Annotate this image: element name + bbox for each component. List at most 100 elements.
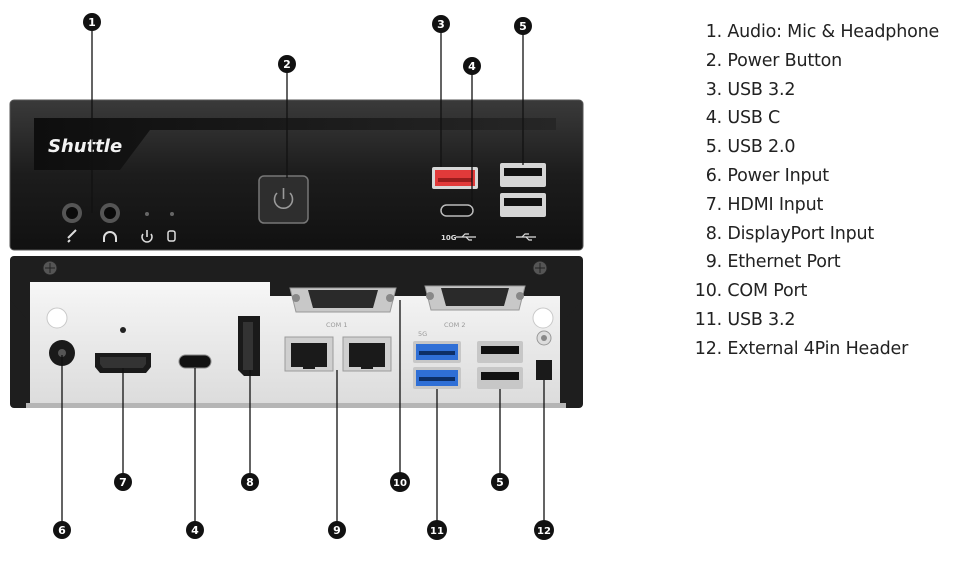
legend-text: USB C [727,108,781,129]
legend-number: 12. [694,338,722,359]
power-led [145,212,149,216]
svg-text:4: 4 [191,524,199,537]
legend-item: 11. USB 3.2 [690,306,976,335]
port-legend: 1. Audio: Mic & Headphone 2. Power Butto… [690,18,976,364]
hdd-led [170,212,174,216]
svg-text:2: 2 [283,58,291,71]
legend-text: Ethernet Port [727,252,841,273]
svg-text:12: 12 [537,526,551,537]
svg-text:8: 8 [246,476,254,489]
legend-number: 4. [705,108,722,129]
legend-text: External 4Pin Header [727,338,909,359]
front-usb20-ports [500,163,546,217]
device-diagram: Shuttle 10G [9,13,584,540]
legend-item: 1. Audio: Mic & Headphone [690,18,976,47]
svg-text:4: 4 [468,60,476,73]
front-usb-c-port [440,204,474,217]
leader-lines [61,22,545,530]
screw-left [42,260,58,276]
rear-usb-c-port [178,354,212,369]
svg-text:7: 7 [119,476,127,489]
rear-usb20-ports [477,341,523,389]
legend-text: USB 3.2 [727,309,796,330]
legend-item: 12. External 4Pin Header [690,335,976,364]
callout-12: 12 [534,520,554,540]
callout-1: 1 [83,13,101,31]
legend-text: Power Input [727,165,829,186]
mic-jack [62,203,82,223]
hdmi-indicator-dot [120,327,126,333]
ethernet-port-2 [342,336,392,372]
svg-text:5: 5 [496,476,504,489]
callout-3: 3 [432,15,450,33]
headphone-jack [100,203,120,223]
callout-4-rear: 4 [186,521,204,539]
callout-11: 11 [427,520,447,540]
svg-text:9: 9 [333,524,341,537]
legend-text: COM Port [727,281,808,302]
legend-number: 2. [705,50,722,71]
svg-text:3: 3 [437,18,445,31]
com-port-1 [289,287,397,313]
legend-item: 6. Power Input [690,162,976,191]
callout-4-front: 4 [463,57,481,75]
callout-7: 7 [114,473,132,491]
rear-usb32-ports [413,341,461,389]
legend-text: Power Button [727,50,843,71]
com-port-2 [424,285,526,311]
legend-text: USB 3.2 [727,79,796,100]
front-usb-c-speed-label: 10G [441,234,457,242]
com1-label: COM 1 [326,321,347,329]
svg-text:11: 11 [430,526,444,537]
legend-number: 1. [705,22,722,42]
microphone-icon [67,229,77,243]
callout-2: 2 [278,55,296,73]
screw-right [532,260,548,276]
mount-hole [532,307,554,329]
legend-item: 5. USB 2.0 [690,133,976,162]
legend-text: Audio: Mic & Headphone [727,22,940,42]
legend-number: 9. [705,252,722,273]
callout-5-rear: 5 [491,473,509,491]
external-4pin-header [536,360,552,380]
headphone-icon [103,231,117,242]
svg-text:5: 5 [519,20,527,33]
legend-item: 8. DisplayPort Input [690,220,976,249]
com2-label: COM 2 [444,321,465,329]
legend-number: 3. [705,79,722,100]
legend-item: 2. Power Button [690,47,976,76]
legend-number: 10. [694,281,722,302]
brand-logo: Shuttle [48,136,122,157]
svg-text:10: 10 [393,478,407,489]
power-input-jack [49,340,75,366]
legend-text: HDMI Input [727,194,824,215]
power-button[interactable] [258,175,309,224]
front-usb32-port [432,167,478,189]
legend-item: 7. HDMI Input [690,191,976,220]
legend-text: DisplayPort Input [727,223,875,244]
legend-number: 7. [705,194,722,215]
mount-hole [46,307,68,329]
callout-8: 8 [241,473,259,491]
callout-6: 6 [53,521,71,539]
legend-item: 3. USB 3.2 [690,76,976,105]
usb-icon [516,233,536,241]
legend-number: 5. [705,137,722,158]
callout-10: 10 [390,472,410,492]
legend-item: 4. USB C [690,104,976,133]
power-led-icon [141,230,153,243]
front-brand-recess [34,118,556,170]
callout-9: 9 [328,521,346,539]
svg-text:6: 6 [58,524,66,537]
svg-text:1: 1 [88,16,96,29]
legend-item: 9. Ethernet Port [690,248,976,277]
callout-5-front: 5 [514,17,532,35]
rear-usb-speed-label: 5G [418,330,427,338]
legend-number: 8. [705,223,722,244]
usb-icon [456,233,476,241]
ethernet-port-1 [284,336,334,372]
legend-text: USB 2.0 [727,137,796,158]
legend-item: 10. COM Port [690,277,976,306]
legend-number: 6. [705,165,722,186]
rear-panel: COM 1 COM 2 5G [10,256,583,408]
